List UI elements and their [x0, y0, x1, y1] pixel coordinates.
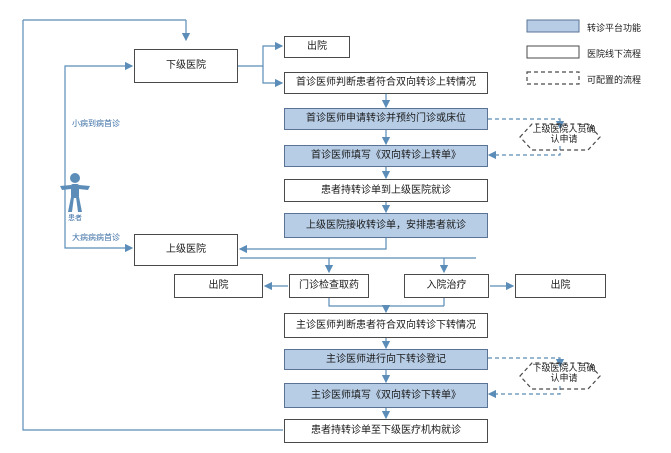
- dash-upper-confirm-to-fill: [487, 146, 561, 160]
- upper-receive-node: 上级医院接收转诊单，安排患者就诊: [284, 213, 488, 238]
- patient-to-lower-node: 患者持转诊单至下级医疗机构就诊: [284, 419, 488, 443]
- legend-platform-swatch: [526, 19, 580, 33]
- dash-apply-to-upper-confirm: [488, 118, 565, 130]
- outpatient-down: [328, 298, 444, 307]
- outpatient-node: 门诊检查取药: [289, 274, 369, 298]
- lower-to-discharge-line: [238, 41, 284, 67]
- legend-configurable-swatch: [526, 71, 580, 85]
- upper-confirm-hexagon: [519, 123, 601, 151]
- upper-confirm-line2: 认申请: [550, 134, 578, 145]
- first-doctor-judge-node: 首诊医师判断患者符合双向转诊上转情况: [284, 72, 488, 94]
- discharge-right-node: 出院: [515, 274, 606, 298]
- lower-confirm-line1: 下级医院人员确: [532, 364, 596, 374]
- loop-left-line: [22, 20, 283, 431]
- receive-to-upper-line: [238, 238, 387, 254]
- upper-hospital-node: 上级医院: [134, 234, 238, 266]
- lower-confirm-hexagon: [519, 362, 601, 390]
- patient-icon: [60, 173, 90, 212]
- lower-confirm-label: 下级医院人员确 认申请: [526, 364, 602, 385]
- main-doctor-fill-node: 主诊医师填写《双向转诊下转单》: [284, 383, 488, 408]
- discharge-top-node: 出院: [284, 36, 350, 58]
- lower-hospital-node: 下级医院: [134, 49, 238, 83]
- discharge-left-node: 出院: [174, 274, 263, 298]
- lower-confirm-line2: 认申请: [550, 373, 578, 384]
- lower-to-judge-line: [262, 66, 284, 88]
- patient-label: 患者: [68, 214, 82, 222]
- patient-to-upper-line: [64, 205, 134, 253]
- minor-illness-path-label: 小病到病首诊: [72, 119, 120, 128]
- upper-confirm-line1: 上级医院人员确: [532, 125, 596, 135]
- first-doctor-apply-node: 首诊医师申请转诊并预约门诊或床位: [284, 108, 488, 130]
- main-doctor-judge-node: 主诊医师判断患者符合双向转诊下转情况: [284, 313, 488, 338]
- legend-offline-swatch: [526, 45, 580, 59]
- inpatient-node: 入院治疗: [404, 274, 489, 298]
- patient-to-lower-line: [64, 61, 134, 205]
- legend-offline-label: 医院线下流程: [587, 50, 642, 60]
- legend-configurable-label: 可配置的流程: [587, 76, 642, 86]
- dash-lower-confirm-to-fill: [487, 386, 561, 399]
- patient-to-upper-node: 患者持转诊单到上级医院就诊: [284, 179, 488, 202]
- first-doctor-fill-node: 首诊医师填写《双向转诊上转单》: [284, 145, 488, 167]
- main-doctor-register-node: 主诊医师进行向下转诊登记: [284, 349, 488, 370]
- major-illness-path-label: 大病病病首诊: [72, 233, 120, 242]
- legend-platform-label: 转诊平台功能: [587, 24, 642, 34]
- upper-confirm-label: 上级医院人员确 认申请: [526, 125, 602, 146]
